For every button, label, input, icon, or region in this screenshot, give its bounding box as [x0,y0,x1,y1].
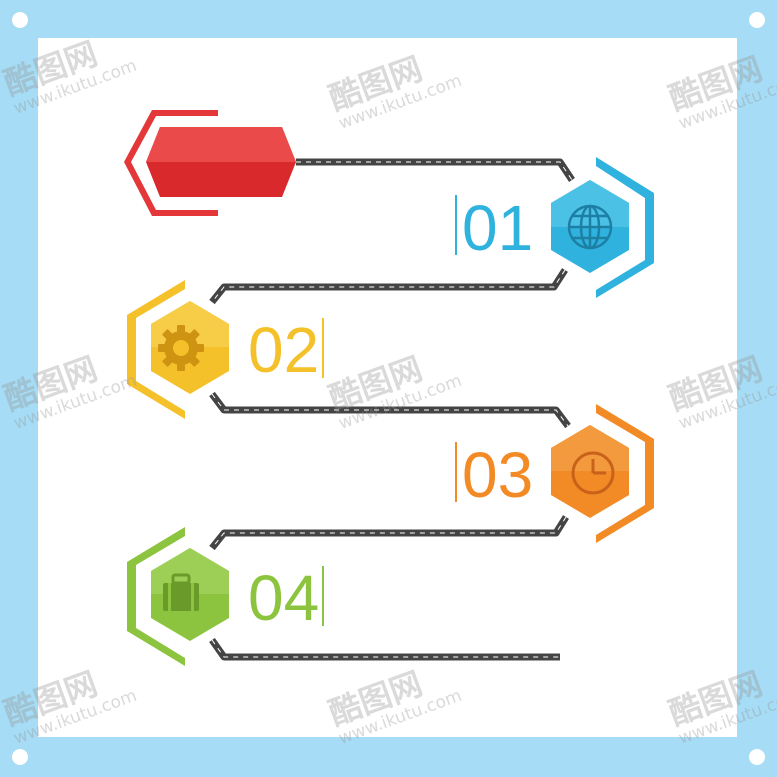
step-01-bracket [596,157,654,298]
road-segments [209,158,575,661]
corner-dot-top-left [12,12,28,28]
road-segment-2 [209,268,568,305]
road-segment-3 [209,391,571,429]
globe-icon [567,204,613,250]
road-segment-1 [296,158,575,182]
step-02: 02 [127,280,324,419]
step-01-divider [455,195,457,255]
step-03-number: 03 [462,439,533,511]
road-segment-4 [209,515,569,551]
step-01-number: 01 [462,192,533,264]
briefcase-icon [163,573,199,611]
corner-dot-bottom-right [749,749,765,765]
start-arrow [124,110,296,216]
clock-icon [571,451,615,495]
step-04: 04 [127,527,324,666]
gear-icon [158,325,204,371]
step-03: 03 [455,404,654,543]
step-02-divider [322,318,324,378]
step-03-divider [455,442,457,502]
step-04-divider [322,566,324,626]
step-01: 01 [455,157,654,298]
road-segment-5 [209,637,560,661]
corner-dot-bottom-left [12,749,28,765]
step-02-number: 02 [248,314,319,386]
step-04-number: 04 [248,562,319,634]
corner-dot-top-right [749,12,765,28]
